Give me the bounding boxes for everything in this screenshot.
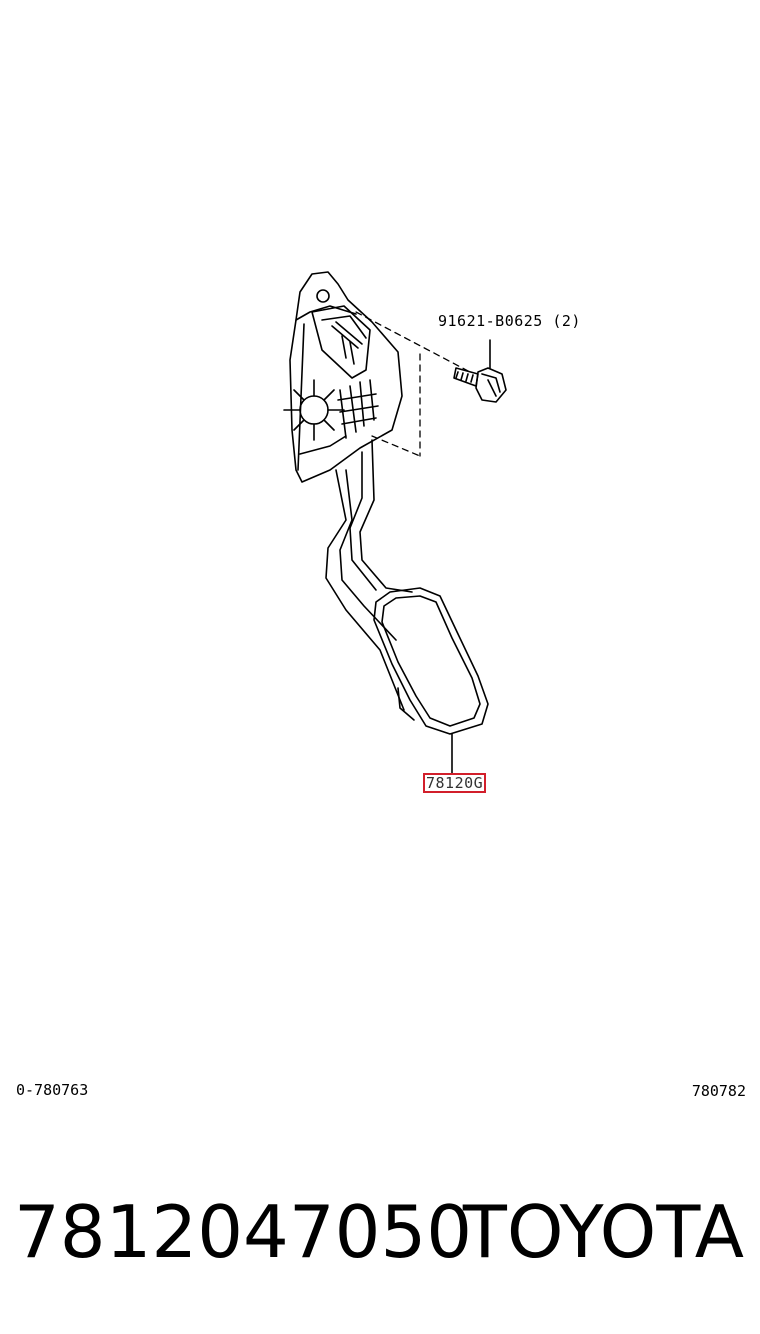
bolt-icon (453, 339, 507, 403)
pedal-arm (325, 439, 413, 711)
pedal-housing (283, 271, 403, 483)
brand-name: TOYOTA (462, 1190, 744, 1274)
pedal-pad (373, 587, 489, 775)
diagram-ref-left: 0-780763 (16, 1081, 89, 1099)
diagram-ref-right: 780782 (691, 1082, 746, 1100)
part-number: 7812047050 (14, 1190, 473, 1274)
pedal-part-callout[interactable]: 78120G (423, 773, 487, 793)
bolt-part-callout: 91621-B0625 (2) (438, 312, 581, 330)
mounting-guide-lines (355, 311, 471, 457)
